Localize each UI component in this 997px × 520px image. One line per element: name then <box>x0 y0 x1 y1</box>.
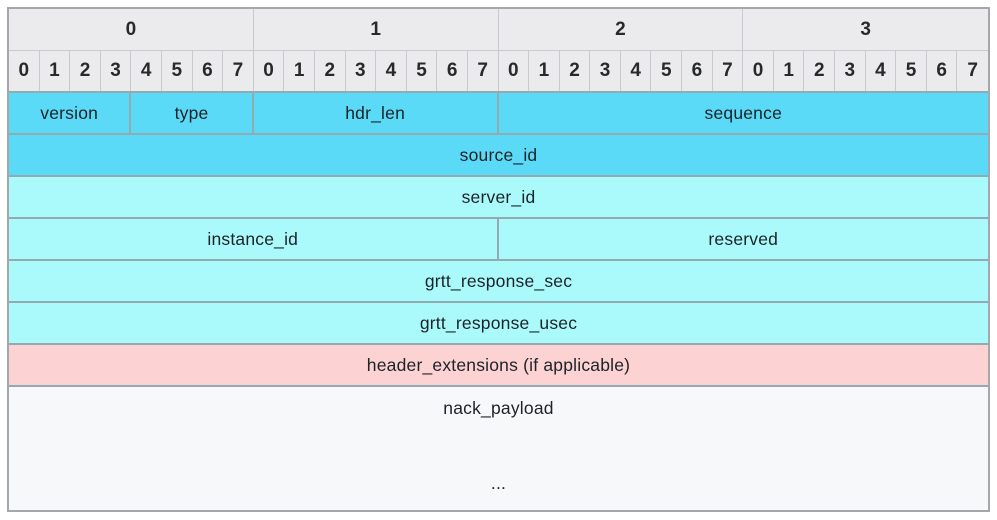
payload-ellipsis: ... <box>490 473 507 493</box>
bit-label-30: 6 <box>927 51 958 91</box>
bit-label-25: 1 <box>774 51 805 91</box>
field-row-2: server_id <box>9 175 988 217</box>
byte-label-3: 3 <box>860 18 871 40</box>
bit-label-26: 2 <box>804 51 836 91</box>
bit-label-2: 2 <box>70 51 101 91</box>
field-row-4: grtt_response_sec <box>9 259 988 301</box>
bit-label-13: 5 <box>407 51 438 91</box>
field-reserved: reserved <box>498 219 988 259</box>
bit-label-5: 5 <box>162 51 193 91</box>
byte-label-2: 2 <box>499 9 744 50</box>
bit-label-15: 7 <box>468 51 499 91</box>
bit-label-11: 3 <box>346 51 377 91</box>
byte-label-1: 1 <box>254 9 499 50</box>
field-grtt-response-sec: grtt_response_sec <box>9 261 988 301</box>
bit-label-3: 3 <box>101 51 132 91</box>
bit-label-27: 3 <box>835 51 866 91</box>
field-source-id: source_id <box>9 135 988 175</box>
field-row-7: nack_payload... <box>9 385 988 510</box>
bit-label-1: 1 <box>40 51 71 91</box>
bit-label-7: 7 <box>223 51 254 91</box>
field-instance-id: instance_id <box>9 219 499 259</box>
bit-label-17: 1 <box>529 51 560 91</box>
bit-label-19: 3 <box>590 51 621 91</box>
bit-label-21: 5 <box>651 51 683 91</box>
payload-label: nack_payload <box>443 398 554 418</box>
bit-label-28: 4 <box>866 51 897 91</box>
bit-label-6: 6 <box>193 51 224 91</box>
bit-label-31: 7 <box>967 60 978 81</box>
field-nack-payload: nack_payload... <box>9 387 988 510</box>
field-row-5: grtt_response_usec <box>9 301 988 343</box>
bit-label-23: 7 <box>713 51 744 91</box>
bit-label-18: 2 <box>560 51 591 91</box>
field-row-6: header_extensions (if applicable) <box>9 343 988 385</box>
bit-label-8: 0 <box>254 51 285 91</box>
bit-label-12: 4 <box>376 51 407 91</box>
bit-label-0: 0 <box>9 51 40 91</box>
field-row-1: source_id <box>9 133 988 175</box>
field-header-extensions-if-applicable: header_extensions (if applicable) <box>9 345 988 385</box>
bit-label-29: 5 <box>896 51 927 91</box>
field-server-id: server_id <box>9 177 988 217</box>
bit-label-16: 0 <box>499 51 530 91</box>
field-version: version <box>9 93 132 133</box>
bit-label-9: 1 <box>284 51 315 91</box>
bit-label-24: 0 <box>743 51 774 91</box>
bit-label-20: 4 <box>621 51 652 91</box>
bit-label-10: 2 <box>315 51 346 91</box>
field-sequence: sequence <box>498 93 988 133</box>
field-type: type <box>131 93 254 133</box>
bit-label-14: 6 <box>437 51 468 91</box>
byte-label-0: 0 <box>9 9 254 50</box>
bit-label-22: 6 <box>682 51 713 91</box>
bit-label-4: 4 <box>131 51 162 91</box>
field-grtt-response-usec: grtt_response_usec <box>9 303 988 343</box>
field-hdr-len: hdr_len <box>253 93 499 133</box>
